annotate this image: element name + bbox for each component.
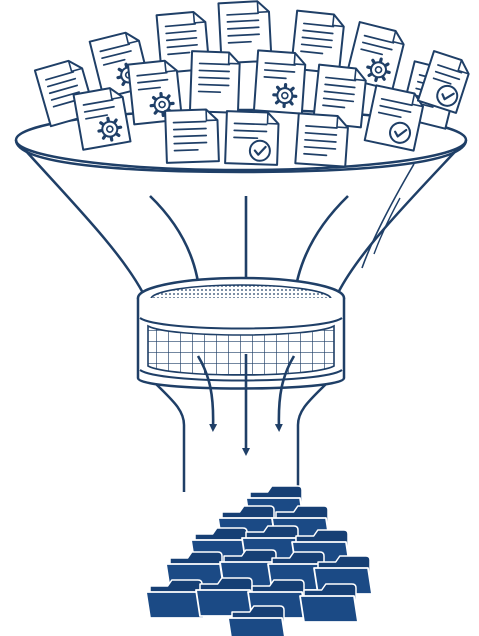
document-icon [225,111,279,165]
document-icon [190,51,240,113]
funnel-inner-highlight [362,164,414,268]
input-documents [35,1,472,167]
folder-icon [196,578,254,616]
document-icon [74,86,131,149]
output-folders [146,486,372,636]
folder-icon [300,584,358,622]
document-icon [418,51,472,113]
document-icon [295,113,348,166]
document-icon [365,85,426,150]
checkmark-icon [250,140,271,161]
folder-icon [146,580,204,618]
document-icon [165,109,219,163]
funnel-spout [156,384,326,492]
spout-right-wall [298,384,326,492]
filter-mesh [138,278,344,389]
spout-left-wall [156,384,184,492]
gear-icon [273,84,296,107]
document-icon [254,50,306,113]
